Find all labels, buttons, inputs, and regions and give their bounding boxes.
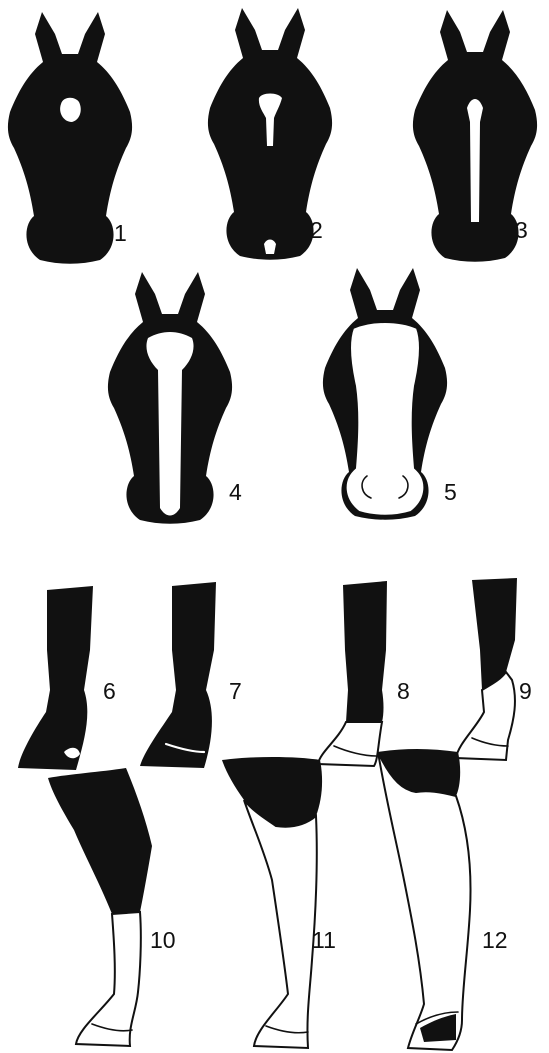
full-white-marking xyxy=(378,752,470,1050)
leg-silhouette xyxy=(18,586,93,770)
leg-12-number: 12 xyxy=(482,927,508,953)
leg-7-coronet xyxy=(140,582,216,768)
head-5-number: 5 xyxy=(444,479,457,505)
head-1-number: 1 xyxy=(114,220,127,246)
leg-9-number: 9 xyxy=(519,678,532,704)
leg-7-number: 7 xyxy=(229,678,242,704)
leg-silhouette xyxy=(140,582,216,768)
leg-silhouette xyxy=(472,578,517,690)
head-5-bald-face xyxy=(323,268,447,520)
leg-12-full-white xyxy=(378,749,470,1050)
leg-11-stocking-knee xyxy=(222,757,322,1048)
leg-8-number: 8 xyxy=(397,678,410,704)
head-3-number: 3 xyxy=(515,217,528,243)
stocking-white-marking xyxy=(244,800,317,1048)
pastern-white-marking xyxy=(318,722,382,766)
leg-11-number: 11 xyxy=(312,927,336,953)
head-4-blaze xyxy=(108,272,232,524)
bald-face-marking xyxy=(346,322,425,516)
leg-silhouette xyxy=(222,757,322,827)
leg-9-sock-short xyxy=(456,578,517,760)
leg-10-stocking xyxy=(48,768,152,1046)
leg-silhouette xyxy=(48,768,152,914)
head-4-number: 4 xyxy=(229,479,242,505)
head-2-number: 2 xyxy=(310,217,323,243)
leg-silhouette xyxy=(343,581,387,722)
leg-8-pastern xyxy=(318,581,387,766)
snip-marking xyxy=(264,240,276,255)
leg-6-number: 6 xyxy=(103,678,116,704)
leg-10-number: 10 xyxy=(150,927,176,953)
stocking-white-marking xyxy=(76,912,141,1046)
leg-6-heel xyxy=(18,586,93,770)
